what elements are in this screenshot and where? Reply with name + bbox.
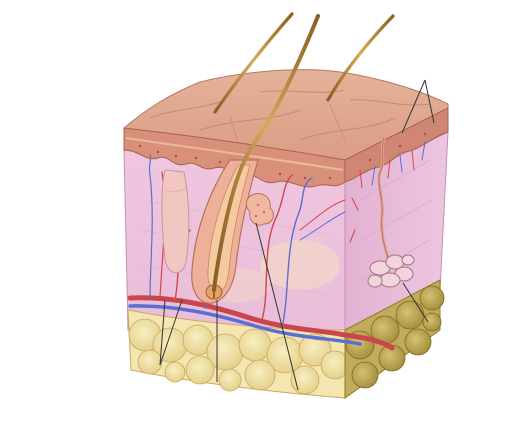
sweat-gland — [367, 137, 415, 288]
subcutaneous-fat-front — [127, 309, 350, 399]
leader-line-sebaceous — [255, 222, 299, 391]
leader-line-artery — [159, 299, 166, 366]
subcutaneous-fat-side — [344, 279, 445, 399]
leader-line-epidermis-b — [424, 79, 435, 124]
hair-shafts — [212, 12, 395, 292]
epidermis-front-band — [123, 107, 449, 188]
pale-gland-structure — [161, 169, 190, 274]
sebaceous-gland — [245, 193, 274, 226]
leader-line-vein — [159, 299, 183, 366]
leader-lines — [159, 79, 435, 391]
leader-line-epidermis-a — [401, 79, 426, 134]
leader-line-sweat-gland — [402, 282, 429, 323]
